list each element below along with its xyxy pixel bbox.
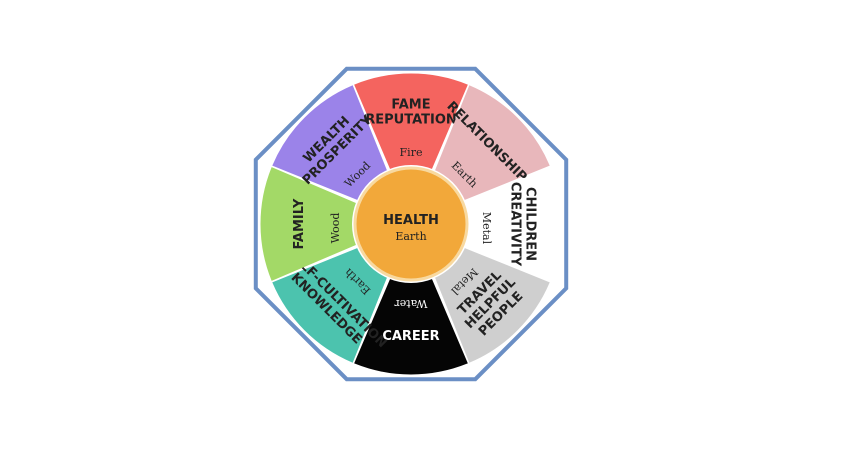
sector-label-line: CAREER — [382, 329, 439, 344]
center-circle-group: HEALTH Earth — [352, 165, 470, 283]
center-title: HEALTH — [383, 213, 439, 228]
sector-label-line: FAMILY — [292, 198, 307, 249]
sector-label-line: FAME — [391, 98, 430, 113]
sector-label-line: CHILDREN — [523, 187, 538, 261]
sector-label-line: REPUTATION — [365, 113, 457, 128]
sector-label-career: CAREER — [382, 329, 439, 344]
sector-fame — [354, 73, 468, 176]
sector-element-family: Wood — [329, 213, 342, 244]
sector-label-line: CREATIVITY — [508, 182, 523, 267]
sector-career — [354, 272, 468, 375]
sector-element-fame: Fire — [400, 146, 423, 159]
sector-wealth — [272, 85, 390, 203]
sector-label-children: CHILDRENCREATIVITY — [508, 182, 538, 267]
sector-element-children: Metal — [480, 212, 493, 245]
sector-element-career: Water — [394, 297, 428, 310]
sector-relationships — [432, 85, 550, 203]
sector-travel — [432, 245, 550, 363]
center-circle — [353, 166, 469, 282]
sector-knowledge — [272, 245, 390, 363]
center-element: Earth — [395, 230, 426, 243]
sector-children — [459, 167, 562, 281]
sector-label-family: FAMILY — [292, 198, 307, 249]
sector-family — [260, 167, 363, 281]
